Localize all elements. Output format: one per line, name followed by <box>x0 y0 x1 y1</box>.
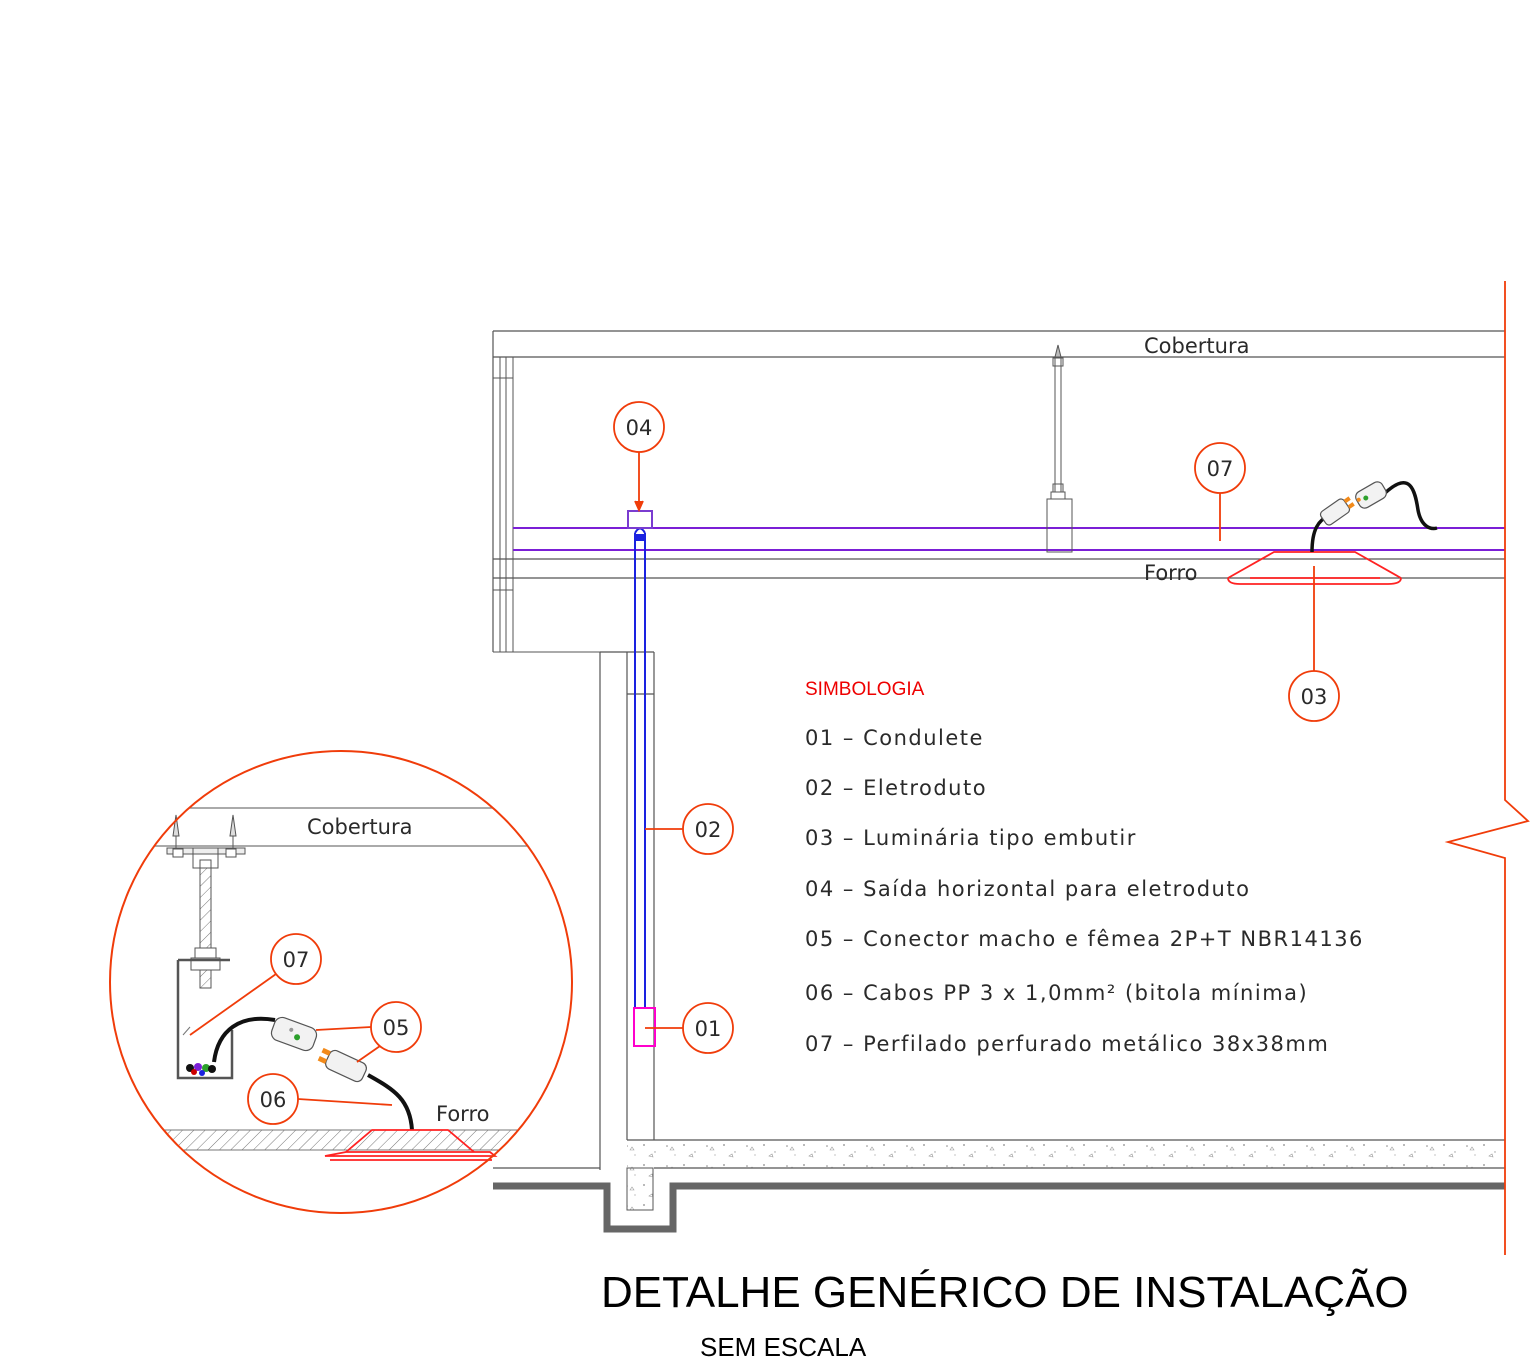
legend-title: SIMBOLOGIA <box>805 679 925 700</box>
detail-circle: Cobertura Forro <box>109 750 573 1214</box>
perfilado-channel <box>513 527 1505 551</box>
callout-numbers-detail: 07 05 06 <box>260 948 410 1112</box>
callout-07-text: 07 <box>1207 457 1234 481</box>
legend-item: 06 – Cabos PP 3 x 1,0mm² (bitola mínima) <box>805 981 1308 1005</box>
roof-slab <box>492 330 1505 652</box>
callout-d05-text: 05 <box>383 1016 410 1040</box>
callout-02-text: 02 <box>695 818 722 842</box>
main-section: Cobertura Forro <box>492 281 1530 1255</box>
floor-slab <box>493 1139 1505 1233</box>
legend-item: 02 – Eletroduto <box>805 776 987 800</box>
callout-d07-bubble <box>270 933 322 985</box>
pp-cable-detail <box>212 1016 414 1131</box>
perfilado-detail <box>176 958 234 1080</box>
legend-item: 03 – Luminária tipo embutir <box>805 826 1137 850</box>
connector-male-main <box>1319 496 1355 526</box>
pp-cable-main <box>1310 481 1438 553</box>
legend-item: 04 – Saída horizontal para eletroduto <box>805 877 1250 901</box>
legend-simbologia: SIMBOLOGIA 01 – Condulete 02 – Eletrodut… <box>805 679 1364 1056</box>
legend-item: 01 – Condulete <box>805 726 984 750</box>
callouts-detail <box>189 933 422 1125</box>
connector-male-detail <box>317 1047 367 1083</box>
callouts-main <box>613 401 1340 1054</box>
callout-03-text: 03 <box>1301 685 1328 709</box>
drawing-subtitle: SEM ESCALA <box>700 1332 867 1362</box>
legend-item: 05 – Conector macho e fêmea 2P+T NBR1413… <box>805 927 1364 951</box>
connector-female-detail <box>270 1016 318 1052</box>
cobertura-label: Cobertura <box>1144 334 1249 358</box>
saida-horizontal-box <box>627 510 653 529</box>
forro-label: Forro <box>1144 561 1197 585</box>
callout-01-text: 01 <box>695 1017 722 1041</box>
break-line <box>1444 281 1530 1255</box>
drawing-title: DETALHE GENÉRICO DE INSTALAÇÃO <box>601 1267 1409 1317</box>
luminaria-detail <box>324 1129 498 1161</box>
eletroduto-conduit <box>634 527 646 1008</box>
left-wall-upper <box>493 357 600 653</box>
detail-forro-label: Forro <box>436 1102 489 1126</box>
wires-bundle <box>186 1063 216 1076</box>
legend-item: 07 – Perfilado perfurado metálico 38x38m… <box>805 1032 1329 1056</box>
wall-column <box>599 651 655 1170</box>
condulete-box <box>633 1007 656 1047</box>
callout-d07-text: 07 <box>283 948 310 972</box>
detail-cobertura-label: Cobertura <box>307 815 412 839</box>
connector-female-main <box>1355 481 1387 509</box>
threaded-rod-hanger <box>1046 344 1073 553</box>
callout-04-text: 04 <box>626 416 653 440</box>
callout-d06-text: 06 <box>260 1088 287 1112</box>
callout-numbers-main: 04 07 03 02 01 <box>626 416 1328 1041</box>
